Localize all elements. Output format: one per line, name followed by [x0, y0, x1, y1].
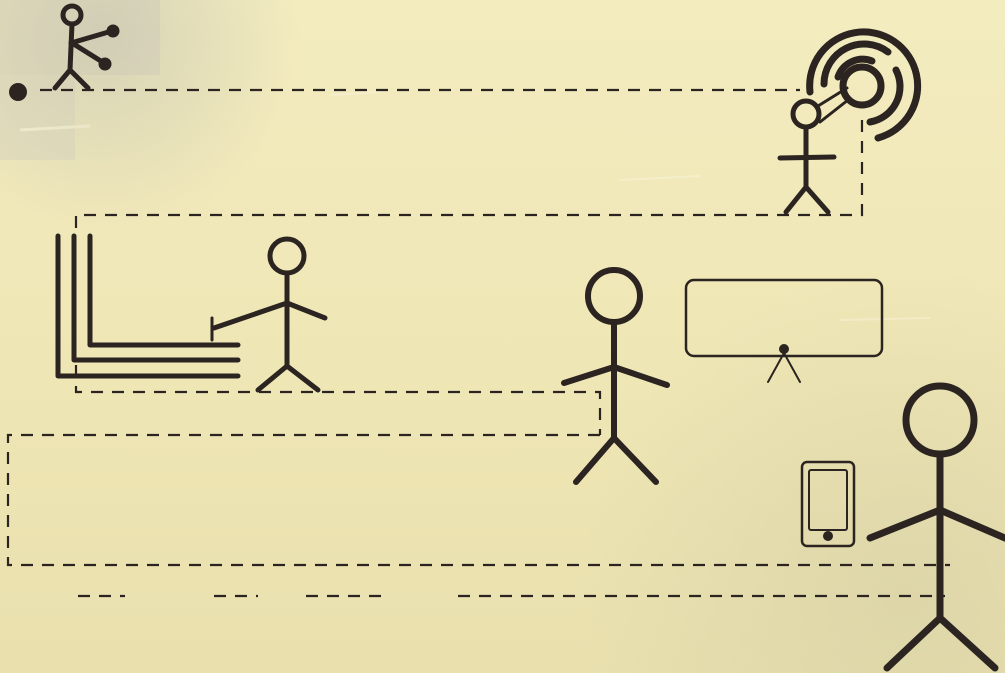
broadcast-rings-icon [806, 28, 922, 142]
phone-figure-icon [866, 382, 1005, 672]
pointing-figure-icon [210, 236, 328, 393]
projector-screen-icon [684, 278, 884, 383]
tablet-icon [800, 460, 856, 548]
ball-icon [9, 83, 27, 101]
throwing-figure-icon [52, 3, 120, 91]
barrier-lines-icon [55, 233, 241, 379]
presenting-figure-icon [561, 267, 670, 485]
dashed-path [6, 88, 950, 598]
listening-figure-icon [777, 98, 837, 215]
